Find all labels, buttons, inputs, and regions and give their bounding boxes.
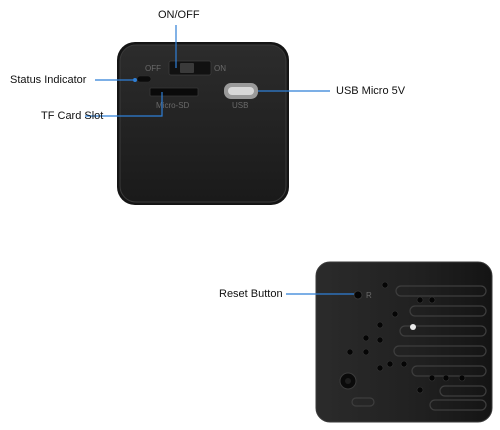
status-indicator-dot <box>133 78 137 82</box>
reset-button[interactable] <box>353 290 363 300</box>
light-sensor <box>410 324 416 330</box>
reset-button-callout: Reset Button <box>219 288 283 300</box>
switch-on-label: ON <box>214 64 226 73</box>
tf-card-slot-callout: TF Card Slot <box>41 110 104 122</box>
vent-grille <box>351 285 487 411</box>
status-indicator-callout: Status Indicator <box>10 74 87 86</box>
power-switch-callout: ON/OFF <box>158 9 200 21</box>
switch-off-label: OFF <box>145 64 161 73</box>
card-slot-label: Micro-SD <box>156 101 190 110</box>
usb-port[interactable] <box>228 87 254 95</box>
usb-label: USB <box>232 101 248 110</box>
callout-lines-top <box>85 25 330 117</box>
power-switch-knob[interactable] <box>180 63 194 73</box>
vent-holes <box>346 281 466 394</box>
tf-card-slot[interactable] <box>149 87 199 97</box>
reset-label: R <box>366 291 372 300</box>
status-indicator-led <box>136 75 152 83</box>
camera-side-body <box>316 262 492 422</box>
camera-front-view: OFF ON Micro-SD USB <box>117 42 289 205</box>
tf-card-callout-line <box>85 92 163 117</box>
camera-side-view: R <box>315 261 493 423</box>
usb-port-callout: USB Micro 5V <box>336 85 406 97</box>
